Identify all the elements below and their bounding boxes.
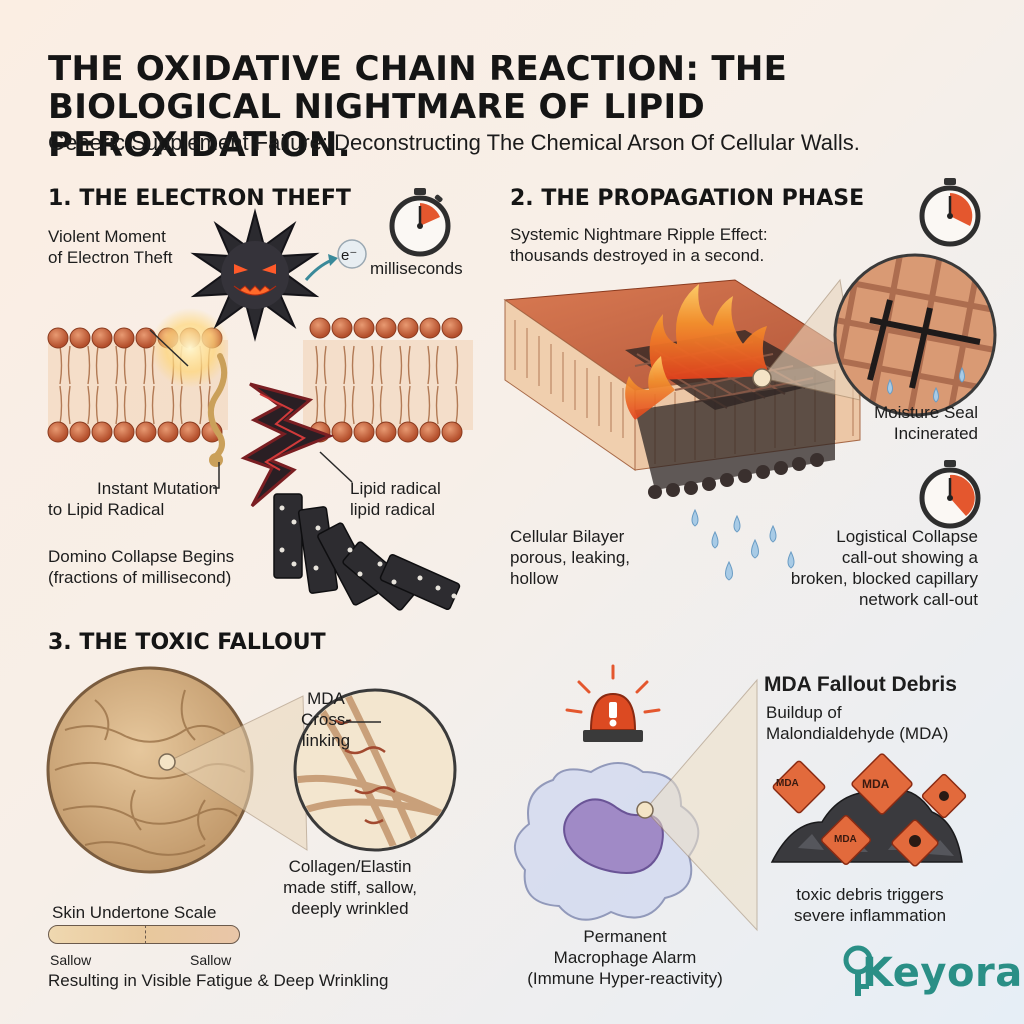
lipid-bilayer-illustration [47, 308, 473, 467]
label-lipid-radical: Lipid radical lipid radical [350, 479, 441, 519]
stopwatch-icon-2 [919, 178, 981, 247]
label-instant-mutation: Instant Mutation [97, 479, 218, 498]
electron-arrow-icon [304, 239, 367, 281]
keyora-key-icon [843, 945, 873, 996]
label-toxic-debris: toxic debris triggers severe inflammatio… [793, 885, 947, 925]
skin-undertone-scale-bar [48, 925, 240, 944]
brand-logo: Keyora [862, 950, 1023, 996]
label-electron-theft: Violent Moment of Electron Theft [48, 227, 173, 267]
label-moisture-seal: Moisture Seal Incinerated [874, 403, 978, 443]
propagation-description: Systemic Nightmare Ripple Effect: thousa… [510, 225, 768, 265]
stopwatch-icon-3 [919, 460, 981, 529]
page-title: THE OXIDATIVE CHAIN REACTION: THE BIOLOG… [48, 49, 788, 165]
label-logistical-collapse: Logistical Collapse call-out showing a b… [790, 527, 978, 609]
section3-heading: 3. THE TOXIC FALLOUT [48, 630, 326, 655]
mda-debris-pile-illustration [770, 753, 967, 867]
mda-tag-2: MDA [862, 777, 890, 791]
magnified-callout-moisture [752, 253, 997, 417]
label-collagen-elastin: Collagen/Elastin made stiff, sallow, dee… [283, 857, 417, 918]
scale-left-label: Sallow [50, 952, 92, 968]
mda-debris-heading: MDA Fallout Debris [764, 673, 957, 696]
skin-scale-midpoint [145, 925, 146, 944]
section2-heading: 2. THE PROPAGATION PHASE [510, 186, 865, 211]
mda-crosslinking-label: MDA Cross- linking [300, 689, 352, 750]
mutation-pointer-line [213, 462, 220, 489]
scale-right-label: Sallow [190, 952, 232, 968]
label-domino-collapse: Domino Collapse Begins (fractions of mil… [48, 547, 235, 587]
macrophage-alarm-illustration [514, 664, 758, 932]
skin-scale-title: Skin Undertone Scale [52, 903, 217, 922]
mda-pointer-line [345, 721, 381, 723]
stopwatch-icon [389, 188, 451, 257]
mda-tag-3: MDA [834, 834, 857, 845]
mda-tag-1: MDA [776, 778, 799, 789]
skin-texture-illustration [46, 666, 457, 874]
mda-buildup-label: Buildup of Malondialdehyde (MDA) [766, 703, 949, 743]
label-macrophage-alarm: Permanent Macrophage Alarm (Immune Hyper… [527, 927, 723, 988]
domino-collapse-illustration [273, 493, 461, 611]
radical-pointer-line [319, 451, 353, 483]
free-radical-monster-icon [190, 208, 320, 342]
electron-symbol: e⁻ [341, 247, 358, 264]
result-text: Resulting in Visible Fatigue & Deep Wrin… [48, 971, 389, 990]
label-lipid-radical-result: to Lipid Radical [48, 500, 165, 519]
lipid-radical-lightning-icon [240, 382, 335, 508]
timer-label: milliseconds [370, 259, 463, 278]
section1-heading: 1. THE ELECTRON THEFT [48, 186, 351, 211]
theft-pointer-line [149, 329, 189, 367]
label-cellular-bilayer: Cellular Bilayer porous, leaking, hollow [510, 527, 631, 588]
page-subtitle: Generic Supplement Failure: Deconstructi… [48, 130, 860, 155]
